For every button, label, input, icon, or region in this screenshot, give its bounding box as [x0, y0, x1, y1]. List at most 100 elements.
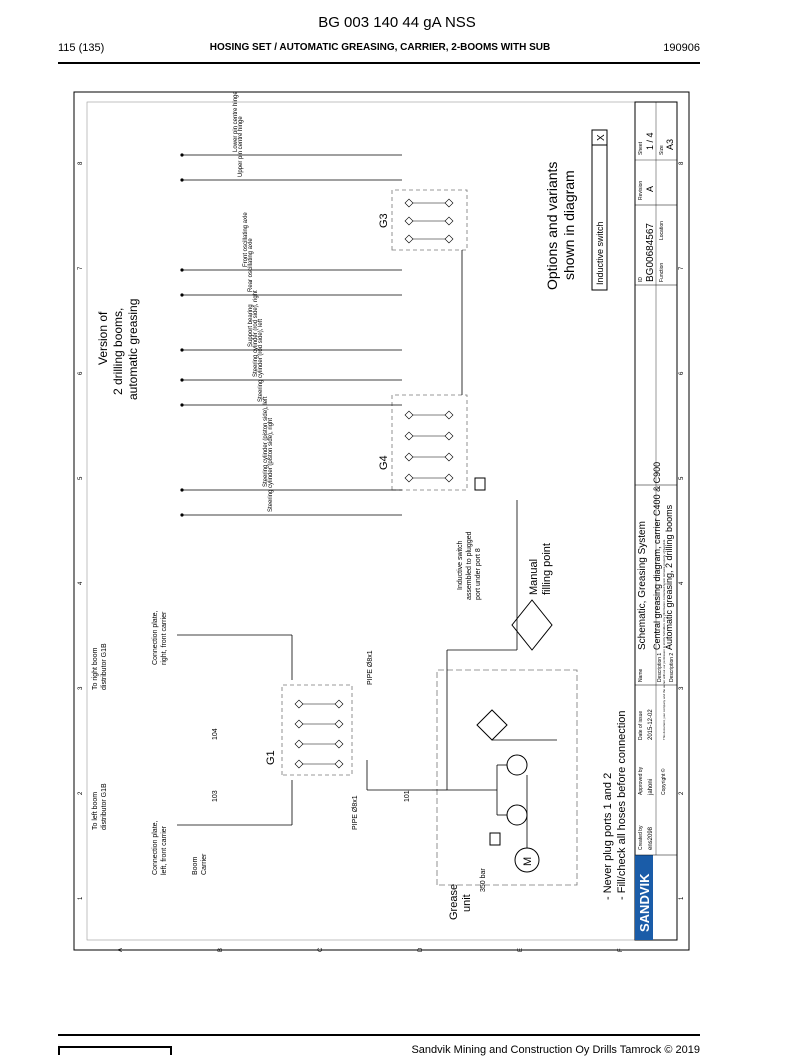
- grid-row-label: 3: [679, 686, 685, 690]
- hose-end-point: [180, 293, 184, 297]
- grid-row-label: 6: [78, 371, 84, 375]
- created-by-value: ens2098: [648, 826, 654, 850]
- document-title: BG 003 140 44 gA NSS: [318, 14, 476, 31]
- grease-unit-box: [436, 669, 578, 886]
- grid-col-label: C: [318, 947, 324, 952]
- size-label: Size: [659, 145, 665, 155]
- option-inductive-switch: Inductive switch: [595, 221, 605, 285]
- g1-label: G1: [265, 750, 277, 765]
- hose-end-point: [180, 513, 184, 517]
- sheet-label: Sheet: [638, 141, 644, 155]
- distributor-port: [334, 719, 344, 729]
- distributor-port: [444, 410, 454, 420]
- version-title: Version of2 drilling booms,automatic gre…: [96, 299, 140, 400]
- hose-end-point: [180, 178, 184, 182]
- hose-point-label: Front oscillating axle: [243, 212, 249, 267]
- distributor-port: [444, 198, 454, 208]
- sandvik-footer-logo: [58, 1046, 172, 1055]
- grid-row-label: 8: [78, 161, 84, 165]
- hose-point-label: Steering cylinder (rod side), right: [253, 290, 259, 377]
- grid-row-label: 7: [78, 266, 84, 270]
- sandvik-logo: [635, 855, 653, 940]
- sheet-value: 1 / 4: [645, 132, 655, 150]
- distributor-port: [404, 234, 414, 244]
- distributor-port: [294, 759, 304, 769]
- revision-value: A: [645, 186, 655, 192]
- desc2-label: Description 2: [669, 653, 675, 682]
- connection-left-label: Connection plate,left, front carrier: [152, 820, 168, 875]
- copyright-label: Copyright ©: [660, 768, 667, 795]
- hose-end-point: [180, 153, 184, 157]
- name-label: Name: [638, 668, 644, 682]
- manual-filling-label: Manualfilling point: [528, 543, 553, 595]
- distributor-port: [294, 699, 304, 709]
- g4-distributor: [391, 394, 468, 491]
- header-rule: [58, 62, 700, 64]
- g3-distributor: [391, 189, 468, 251]
- hose-end-point: [180, 378, 184, 382]
- filter-symbol: [476, 709, 508, 741]
- pipe-label-top: PIPE Ø8x1: [367, 650, 374, 685]
- inductive-switch: [474, 477, 486, 491]
- pump-symbol-2: [506, 754, 528, 776]
- hose-point-label: Support bearing: [248, 304, 254, 347]
- hose-point-label: Steering cylinder (rod side), left: [258, 319, 264, 402]
- hose-number-103: 103: [212, 790, 219, 802]
- id-value: BG00684567: [645, 223, 656, 282]
- grid-row-label: 4: [78, 581, 84, 585]
- location-label: Location: [659, 221, 665, 240]
- note-never-plug: - Never plug ports 1 and 2: [602, 773, 614, 900]
- desc1-label: Description 1: [657, 653, 663, 682]
- g1-distributor: [281, 684, 353, 776]
- distributor-port: [294, 739, 304, 749]
- grid-col-label: B: [218, 948, 224, 952]
- option-mark: X: [596, 134, 607, 141]
- date-label: Date of issue: [638, 711, 644, 740]
- id-label: ID: [638, 277, 644, 282]
- sandvik-logo-text: SANDVIK: [637, 873, 652, 932]
- grid-row-label: 2: [78, 791, 84, 795]
- hose-end-point: [180, 403, 184, 407]
- manual-filling-symbol: [511, 599, 553, 651]
- title-block: SANDVIK Created by ens2098 Approved by j…: [634, 101, 678, 941]
- date-value: 2015-12-02: [648, 709, 654, 740]
- distributor-port: [444, 216, 454, 226]
- pressure-label: 350 bar: [480, 868, 487, 892]
- hose-end-point: [180, 268, 184, 272]
- hose-end-point: [180, 348, 184, 352]
- note-fill-check: - Fill/check all hoses before connection: [616, 710, 628, 900]
- motor-label: M: [522, 857, 534, 866]
- hose-point-label: Steering cylinder (piston side), left: [263, 396, 269, 487]
- grid-row-label: 7: [679, 266, 685, 270]
- hose-number-104: 104: [212, 728, 219, 740]
- grid-row-label: 4: [679, 581, 685, 585]
- distributor-port: [404, 410, 414, 420]
- section-title: HOSING SET / AUTOMATIC GREASING, CARRIER…: [209, 42, 551, 53]
- approved-by-label: Approved by: [638, 766, 644, 795]
- hose-point-label: Steering cylinder (piston side), right: [268, 418, 274, 512]
- distributor-port: [444, 473, 454, 483]
- g3-label: G3: [378, 213, 390, 228]
- desc2-value: Automatic greasing, 2 drilling booms: [664, 504, 674, 650]
- grease-unit-label: Greaseunit: [448, 884, 473, 920]
- hose-point-label: Upper pin centre hinge: [238, 116, 244, 177]
- grid-col-label: D: [418, 947, 424, 952]
- created-by-label: Created by: [638, 825, 644, 850]
- grid-row-label: 1: [78, 896, 84, 900]
- document-date: 190906: [663, 42, 700, 54]
- desc1-value: Central greasing diagram, carrier C400 &…: [652, 462, 662, 650]
- hose-end-point: [180, 488, 184, 492]
- hose-point-label: Rear oscillating axle: [248, 238, 254, 292]
- pump-symbol-1: [506, 804, 528, 826]
- options-title: Options and variantsshown in diagram: [544, 162, 577, 290]
- distributor-port: [444, 452, 454, 462]
- hose-point-label: Lower pin centre hinge: [233, 91, 239, 152]
- disclaimer-text: This document, your company and the owne…: [662, 539, 666, 740]
- grid-col-label: E: [518, 948, 524, 952]
- connection-right-label: Connection plate,right, front carrier: [152, 610, 168, 665]
- distributor-port: [294, 719, 304, 729]
